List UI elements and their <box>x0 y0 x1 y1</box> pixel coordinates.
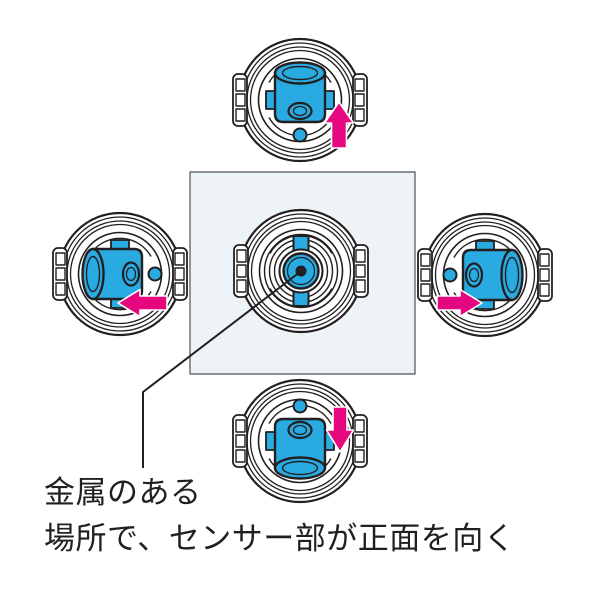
caption-line-2: 場所で、センサー部が正面を向く <box>44 521 516 556</box>
leader-line <box>142 271 301 468</box>
caption: 金属のある 場所で、センサー部が正面を向く <box>44 470 515 562</box>
sensor-device-left <box>53 213 187 335</box>
arrow-left-icon <box>117 288 168 318</box>
sensor-device-right <box>418 214 552 336</box>
caption-line-1: 金属のある <box>44 475 202 510</box>
arrow-right-icon <box>436 288 483 318</box>
arrow-down-icon <box>325 406 355 453</box>
arrow-up-icon <box>323 101 355 149</box>
